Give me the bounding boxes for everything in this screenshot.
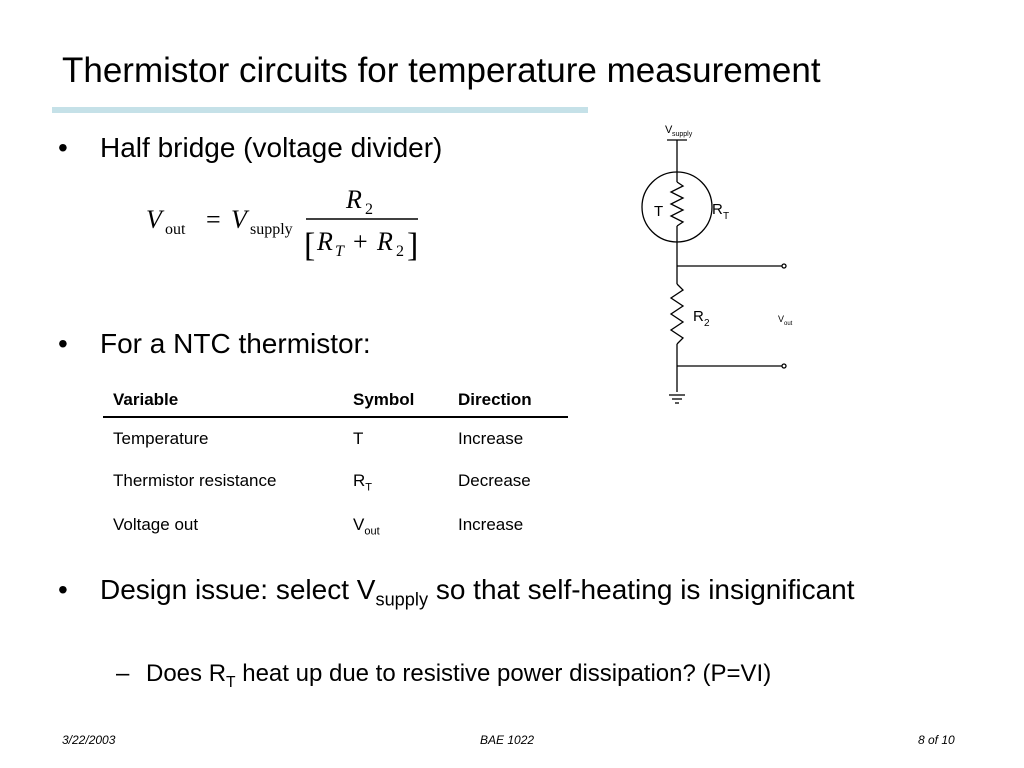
vout-sub: out [784,321,793,327]
table-row: Temperature T Increase [103,417,568,460]
rt-label: R [712,201,723,218]
formula-den-var1: R [316,227,333,256]
footer-page-number: 8 of 10 [918,733,955,747]
table-row: Voltage out Vout Increase [103,504,568,548]
rt-sub: T [723,211,729,222]
r2-resistor-zigzag [669,283,685,345]
symbol-main: T [353,429,364,448]
slide-title: Thermistor circuits for temperature meas… [62,51,821,90]
formula-equals: = [206,205,221,234]
symbol-sub: out [364,525,380,538]
formula-num-var: R [345,185,362,214]
symbol-main: V [353,515,365,535]
vout-terminal-top [781,263,787,269]
formula-den-plus: + [353,227,368,256]
voltage-divider-formula: V out = V supply R 2 [ R T + R 2 ] [146,185,418,264]
header-variable: Variable [103,384,343,418]
formula-num-sub: 2 [365,201,373,218]
sub-bullet-dash: – [116,660,130,687]
bullet-dot: • [58,574,68,605]
table-row: Thermistor resistance RT Decrease [103,460,568,504]
footer-date: 3/22/2003 [62,733,116,747]
ntc-variables-table: Variable Symbol Direction Temperature T … [103,384,568,549]
vout-label: V [778,314,784,324]
formula-lhs-var: V [146,205,165,234]
formula-lhs-sub: out [165,221,186,238]
cell-symbol: Vout [343,504,448,548]
symbol-main: R [353,471,366,490]
cell-variable: Voltage out [113,515,199,535]
cell-direction: Increase [458,429,524,448]
r2-label: R [693,308,704,325]
cell-variable: Temperature [113,429,209,448]
cell-symbol: RT [343,460,448,504]
bullet-text: Design issue: select Vsupply so that sel… [100,574,855,610]
formula-lbracket: [ [304,227,315,264]
vout-terminal-bottom [781,363,787,369]
header-symbol: Symbol [343,384,448,418]
vsupply-label: V [665,124,673,136]
table-header-row: Variable Symbol Direction [103,384,568,418]
vsupply-sub: supply [672,131,693,138]
thermistor-t-label: T [654,203,663,220]
r2-sub: 2 [704,318,710,329]
formula-den-var2: R [376,227,393,256]
symbol-sub: T [365,481,373,494]
cell-variable: Thermistor resistance [113,471,277,490]
cell-direction: Decrease [458,471,531,490]
bullet-text: Half bridge (voltage divider) [100,132,443,163]
formula-rhs-var: V [231,205,250,234]
footer-course: BAE 1022 [480,733,535,747]
thermistor-resistor-zigzag [669,181,685,227]
header-direction: Direction [448,384,568,418]
sub-bullet-text: Does RT heat up due to resistive power d… [146,660,772,691]
cell-symbol: T [343,417,448,460]
formula-rhs-sub: supply [250,221,293,238]
formula-rbracket: ] [407,227,418,264]
half-bridge-circuit-diagram: V supply T R T R 2 V out [641,124,793,404]
formula-den-sub1: T [335,243,345,260]
cell-direction: Increase [458,515,524,535]
formula-den-sub2: 2 [396,243,404,260]
bullet-dot: • [58,132,68,163]
bullet-dot: • [58,328,68,359]
bullet-text: For a NTC thermistor: [100,328,371,359]
title-underline [52,107,588,113]
